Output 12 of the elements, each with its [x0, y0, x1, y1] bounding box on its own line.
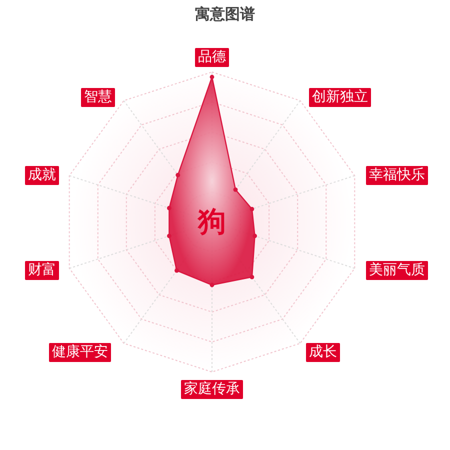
axis-label: 美丽气质 [366, 260, 428, 280]
axis-label: 智慧 [81, 88, 115, 106]
axis-label: 财富 [25, 260, 59, 280]
chart-title: 寓意图谱 [194, 5, 256, 24]
axis-label: 创新独立 [309, 88, 371, 106]
axis-label: 家庭传承 [181, 380, 243, 398]
axis-label: 健康平安 [49, 342, 111, 362]
axis-label: 品德 [195, 48, 229, 66]
center-label: 狗 [198, 207, 226, 237]
axis-label: 成就 [25, 166, 59, 184]
axis-label: 幸福快乐 [366, 166, 428, 184]
axis-label: 成长 [306, 342, 340, 362]
